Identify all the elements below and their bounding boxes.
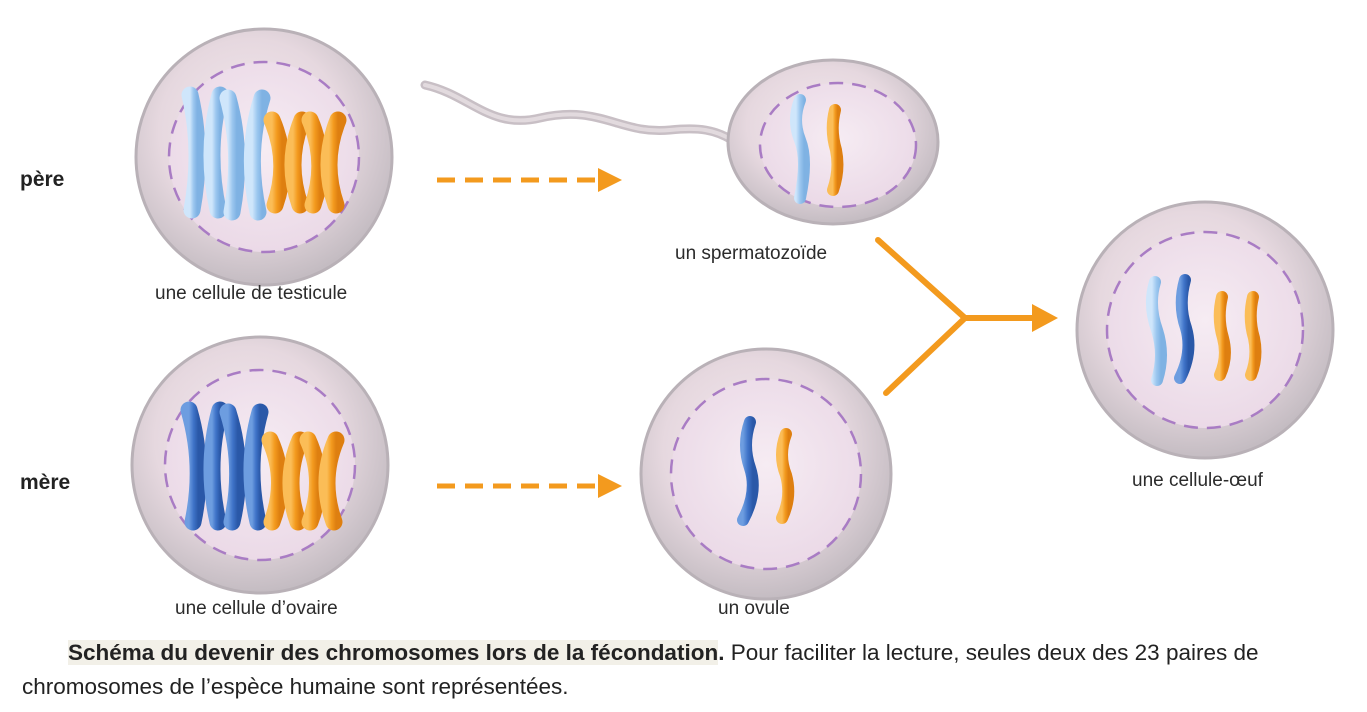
- chromosome-orange-3: [261, 431, 309, 531]
- chromosome-dark-blue-zygote: [1174, 274, 1195, 384]
- chromosome-orange-zygote-1: [1213, 291, 1231, 381]
- ovary-cell-label: une cellule d’ovaire: [175, 598, 338, 619]
- figure-caption: Schéma du devenir des chromosomes lors d…: [22, 640, 1259, 699]
- arrow-father-to-sperm: [437, 168, 622, 192]
- chromosome-orange-single-2: [776, 428, 795, 524]
- chromosome-orange-zygote-2: [1244, 291, 1262, 381]
- caption-text: Pour faciliter la lecture, seules deux d…: [22, 640, 1259, 699]
- chromosome-orange-single: [826, 104, 844, 196]
- chromosome-dark-blue-2: [219, 403, 269, 531]
- zygote-label: une cellule-œuf: [1132, 470, 1263, 491]
- chromosome-light-blue-1: [181, 86, 229, 219]
- chromosome-dark-blue-single: [737, 416, 759, 526]
- arrow-mother-to-ovum: [437, 474, 622, 498]
- chromosome-orange-2: [301, 111, 347, 214]
- father-label: père: [20, 168, 65, 191]
- ovum-label: un ovule: [718, 598, 790, 619]
- chromosome-orange-1: [263, 111, 311, 214]
- chromosome-light-blue-single: [790, 94, 810, 204]
- sperm-label: un spermatozoïde: [675, 243, 828, 264]
- sperm-cell: [420, 58, 940, 226]
- ovum-cell: [639, 347, 893, 601]
- chromosome-orange-4: [299, 431, 345, 531]
- mother-label: mère: [20, 471, 71, 494]
- chromosome-light-blue-zygote: [1146, 276, 1167, 386]
- testis-cell: [134, 27, 394, 287]
- ovary-cell: [130, 335, 390, 595]
- zygote-cell: [1075, 200, 1335, 460]
- fusion-arrow: [875, 237, 1058, 396]
- chromosome-light-blue-2: [219, 89, 271, 221]
- testis-cell-label: une cellule de testicule: [155, 283, 348, 304]
- chromosome-dark-blue-1: [180, 401, 229, 531]
- caption-title: Schéma du devenir des chromosomes lors d…: [68, 640, 719, 665]
